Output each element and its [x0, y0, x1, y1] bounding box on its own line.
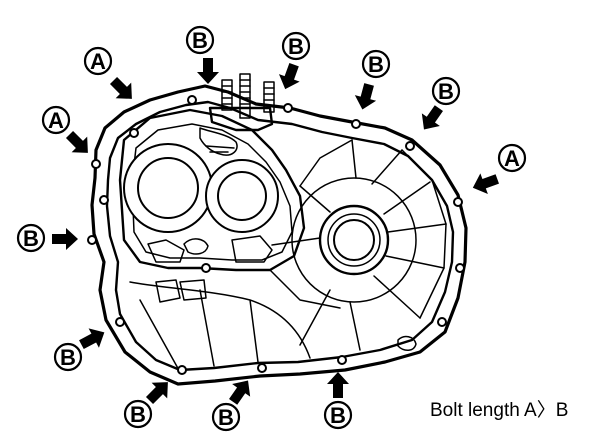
arrow-icon — [229, 380, 251, 405]
svg-text:B: B — [368, 52, 384, 77]
bolt-icon — [239, 73, 251, 119]
arrow-icon — [278, 63, 300, 90]
arrow-icon — [109, 76, 132, 99]
lower-boss-left — [155, 279, 181, 303]
callout-b-top-right: B — [361, 49, 391, 79]
svg-text:B: B — [192, 28, 208, 53]
svg-text:B: B — [330, 403, 346, 428]
stud-mounting-block — [208, 106, 274, 132]
callout-b-far-right: B — [431, 76, 461, 106]
callout-b-left: B — [16, 223, 46, 253]
svg-text:A: A — [48, 108, 64, 133]
bolt-icon — [221, 79, 233, 111]
arrows — [52, 58, 499, 405]
callout-a-top-left: A — [83, 46, 113, 76]
svg-text:B: B — [288, 34, 304, 59]
arrow-icon — [197, 58, 219, 84]
arrow-icon — [145, 382, 168, 405]
cover-pocket-mid — [183, 238, 209, 255]
arrow-icon — [52, 228, 78, 250]
svg-text:B: B — [438, 79, 454, 104]
callout-b-bottom-2: B — [211, 402, 241, 432]
large-gear-bore-inner — [137, 157, 199, 219]
svg-text:B: B — [23, 226, 39, 251]
cover-pocket-left — [147, 239, 185, 263]
bolt-icon — [263, 81, 275, 113]
small-gear-bore-inner — [217, 171, 267, 221]
callout-b-bottom-1: B — [123, 399, 153, 429]
arrow-icon — [327, 372, 349, 398]
bolt-hole — [351, 119, 361, 129]
bolt-hole — [129, 128, 139, 138]
callout-b-lower-left: B — [53, 342, 83, 372]
callout-b-top-2: B — [281, 31, 311, 61]
bolt-length-note: Bolt length A〉B — [430, 399, 568, 421]
bolt-hole — [99, 195, 109, 205]
arrow-icon — [354, 83, 377, 110]
differential-outer-ring — [291, 177, 417, 303]
svg-text:A: A — [504, 146, 520, 171]
cover-pocket-right — [231, 235, 273, 263]
arrow-icon — [421, 105, 443, 130]
housing-flange-line — [105, 100, 455, 372]
bolt-hole — [453, 197, 463, 207]
bolt-hole — [405, 141, 415, 151]
callout-b-bottom-3: B — [323, 400, 353, 430]
shift-mechanism — [199, 127, 238, 156]
bolt-hole — [201, 263, 211, 273]
callout-b-top: B — [185, 25, 215, 55]
bolt-hole — [455, 263, 465, 273]
housing-cross-ribs — [299, 139, 447, 319]
housing-ribs — [271, 139, 447, 351]
lower-body-ribs — [129, 269, 341, 373]
differential-bore-ring — [318, 204, 390, 276]
stud-bolts — [208, 73, 275, 132]
svg-text:A: A — [90, 49, 106, 74]
lower-boss-right — [179, 279, 207, 301]
bolt-hole — [187, 95, 197, 105]
housing-outer-outline — [90, 84, 468, 386]
differential-bore — [333, 219, 375, 261]
svg-text:B: B — [218, 405, 234, 430]
bolt-hole — [283, 103, 293, 113]
bolt-hole — [437, 317, 447, 327]
callout-a-left: A — [41, 105, 71, 135]
callout-a-right: A — [497, 143, 527, 173]
left-cover-plate — [118, 108, 306, 272]
bolt-hole — [87, 235, 97, 245]
bolt-hole — [257, 363, 267, 373]
callouts: A A A B B B B B — [16, 25, 527, 432]
arrow-icon — [65, 130, 88, 153]
svg-text:B: B — [60, 345, 76, 370]
shift-lever-detail — [205, 145, 235, 153]
bolt-hole — [91, 159, 101, 169]
lower-right-boss — [397, 335, 417, 351]
arrow-icon — [472, 173, 499, 195]
bolt-hole — [115, 317, 125, 327]
bolt-hole — [177, 365, 187, 375]
arrow-icon — [79, 328, 105, 350]
transaxle-housing — [87, 84, 468, 386]
left-cover-inner-line — [131, 123, 293, 261]
svg-text:B: B — [130, 402, 146, 427]
bolt-hole — [337, 355, 347, 365]
differential-seal — [327, 213, 381, 267]
